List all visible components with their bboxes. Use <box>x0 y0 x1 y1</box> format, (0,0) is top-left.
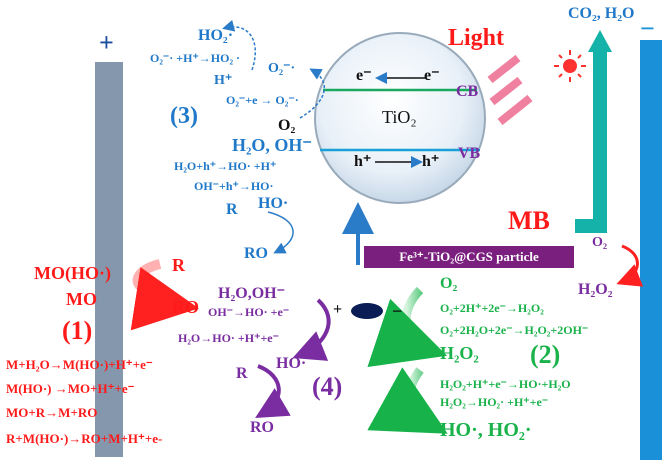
r3-o2: O₂ <box>278 117 296 134</box>
r3-r: R <box>226 201 238 218</box>
region2-number: (2) <box>530 340 561 369</box>
r1-eq1: M+H₂O→M(HO·)+H⁺+e⁻ <box>6 357 153 372</box>
r2-final: HO·, HO₂· <box>440 419 532 441</box>
r4-plus: + <box>333 301 343 318</box>
cb-e-right: e⁻ <box>424 67 440 84</box>
teal-arrowhead <box>588 30 612 52</box>
products-label: CO₂, H₂O <box>568 5 635 22</box>
r1-r: R <box>172 255 185 275</box>
cb-label: CB <box>456 83 479 100</box>
r2-arrow-a <box>367 286 448 368</box>
r4-eq2: H₂O→HO· +H⁺+e⁻ <box>178 331 279 345</box>
r3-arrow-c <box>267 211 294 254</box>
r1-fade-arrow <box>132 259 162 297</box>
light-rays <box>487 54 533 126</box>
side-red-arrow <box>616 244 644 287</box>
r1-mo-ho: MO(HO·) <box>34 263 111 283</box>
vb-h-left: h⁺ <box>354 153 372 170</box>
r2-eq3: H₂O₂+H⁺+e⁻→HO·+H₂O <box>440 377 571 391</box>
cb-e-left: e⁻ <box>356 67 372 84</box>
r1-ro: RO <box>172 297 199 317</box>
mb-label: MB <box>508 206 550 235</box>
r1-mo: MO <box>66 289 97 309</box>
region4-number: (4) <box>312 372 343 401</box>
r3-eq2: O₂⁻+e → O₂⁻· <box>226 93 299 107</box>
minus-sign: − <box>640 14 655 43</box>
r2-eq4: H₂O₂→HO₂· +H⁺+e⁻ <box>440 395 549 409</box>
r3-hplus: H⁺ <box>214 73 233 88</box>
r2-minus: − <box>392 301 403 321</box>
side-h2o2: H₂O₂ <box>578 281 613 298</box>
plus-sign: + <box>99 28 114 57</box>
tio2-sphere <box>314 32 486 204</box>
light-label: Light <box>448 25 505 51</box>
r1-eq2: M(HO·) →MO+H⁺+e⁻ <box>6 381 135 396</box>
particle-label: Fe³⁺-TiO₂@CGS particle <box>364 246 574 268</box>
r2-h2o2: H₂O₂ <box>440 343 479 363</box>
r3-arrow-b <box>299 68 326 119</box>
r1-red-arrow <box>130 267 199 331</box>
r3-eq4: OH⁻+h⁺→HO· <box>194 179 274 193</box>
r4-eq1: OH⁻→HO· +e⁻ <box>208 305 290 319</box>
vb-label: VB <box>458 145 481 162</box>
side-o2: O₂ <box>592 235 608 250</box>
r4-arrow-b <box>255 364 291 419</box>
particle-ellipse <box>351 303 383 319</box>
r2-arrow-b <box>367 367 448 434</box>
r4-ho: HO· <box>276 355 307 372</box>
anode-bar <box>95 62 123 457</box>
r3-ro: RO <box>244 245 268 262</box>
r3-h2o-oh: H₂O, OH⁻ <box>232 135 312 155</box>
r4-ro: RO <box>250 419 274 436</box>
r3-arrow-a <box>222 19 257 71</box>
r4-h2o-oh: H₂O,OH⁻ <box>218 285 286 302</box>
r4-r: R <box>236 365 248 382</box>
vb-h-right: h⁺ <box>422 153 440 170</box>
r3-ho2: HO₂· <box>198 27 234 44</box>
teal-arrow <box>575 48 607 233</box>
r3-eq3: H₂O+h⁺→HO· +H⁺ <box>174 159 277 173</box>
r2-eq1: O₂+2H⁺+2e⁻→H₂O₂ <box>440 301 544 315</box>
r4-arrow-a <box>292 298 331 361</box>
tio2-label: TiO₂ <box>382 107 417 127</box>
region3-number: (3) <box>170 103 198 129</box>
sun-icon <box>554 50 586 82</box>
r2-o2: O₂ <box>440 275 458 292</box>
r1-eq3: MO+R→M+RO <box>6 405 98 420</box>
r3-eq1: O₂⁻· +H⁺→HO₂ · <box>150 51 241 65</box>
region1-number: (1) <box>62 316 93 345</box>
cathode-bar <box>640 40 662 460</box>
r1-eq4: R+M(HO·)→RO+M+H⁺+e- <box>6 431 163 446</box>
r3-o2rad: O₂⁻· <box>268 61 296 76</box>
r3-ho: HO· <box>258 195 289 212</box>
r2-eq2: O₂+2H₂O+2e⁻→H₂O₂+2OH⁻ <box>440 323 589 337</box>
